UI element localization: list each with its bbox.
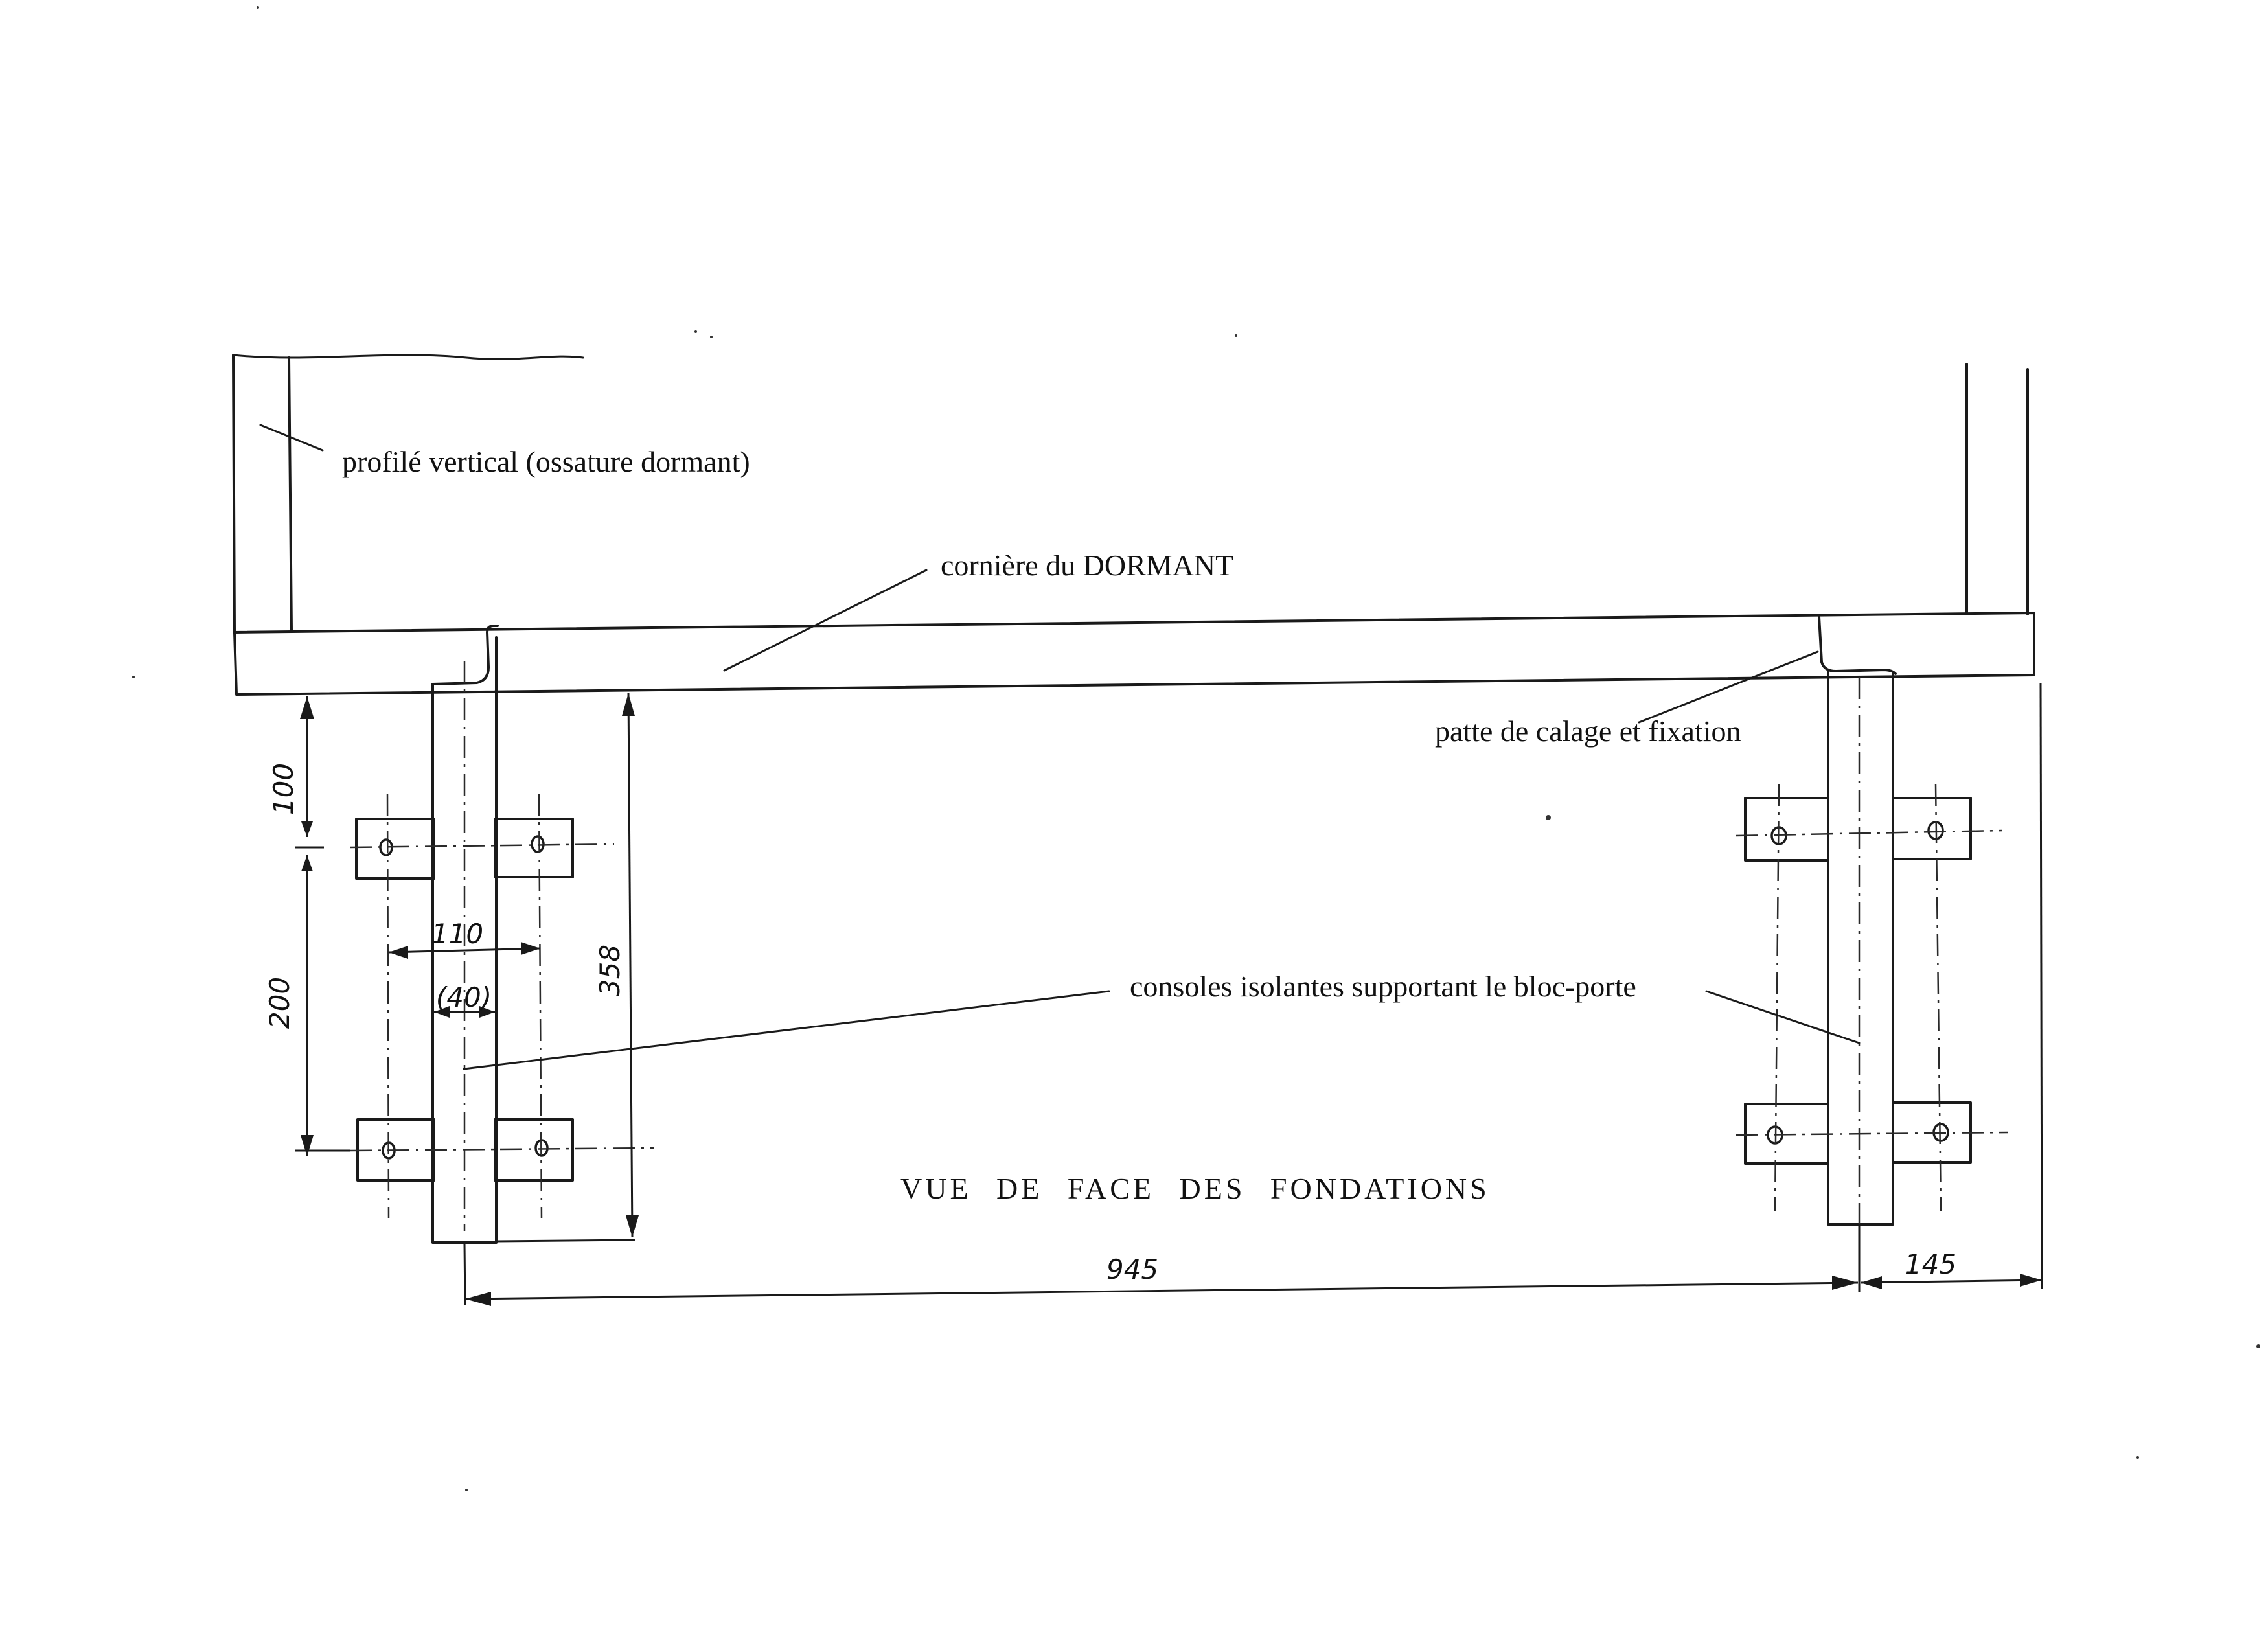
left-vertical-profile [232,354,293,635]
left-lower-plate-right [494,1118,574,1182]
dim-arrow [1832,1276,1858,1290]
left-shim-tab [431,625,499,685]
right-upper-hole-axis [1735,829,2002,837]
dim-arrow [521,942,540,955]
dim-arrow [300,696,314,719]
dimension-lines [295,683,2043,1306]
scan-speckles [132,6,2260,1491]
dim-110-line [388,947,541,954]
dim-arrow [2020,1274,2042,1287]
dim-arrow [622,693,635,716]
frame-structure [232,354,2035,696]
dim-145-value: 145 [1905,1248,1956,1280]
left-console [349,625,655,1244]
right-vertical-profile [1965,363,2029,615]
frame-top-break-line [232,354,584,360]
dim-arrow [465,1292,491,1306]
dim-945-line [464,1281,1859,1300]
dim-358-line [627,693,634,1238]
leader-lines [259,424,1861,1070]
right-shim-tab [1818,615,1897,675]
right-console [1735,615,2009,1231]
label-frame-angle: cornière du DORMANT [941,549,1233,582]
dim-arrow [301,855,313,871]
dim-945-value: 945 [1106,1254,1158,1285]
dim-arrow [301,821,313,837]
leader-frame-angle [723,569,928,672]
dim-358-value: 358 [594,945,626,996]
leader-left-console [463,990,1110,1070]
dim-arrow [1861,1276,1882,1289]
left-console-body [431,636,498,1244]
dim-40-value: (40) [436,981,492,1013]
drawing-title: VUE DE FACE DES FONDATIONS [900,1172,1490,1205]
right-upper-plate-left [1744,797,1829,862]
dim-145-line [1860,1279,2043,1284]
dim-extension [496,1239,636,1243]
dim-extension [2039,683,2043,1290]
dim-arrow [479,1006,495,1018]
dim-arrow [626,1215,639,1237]
left-upper-plate-right [494,818,574,878]
dim-200-value: 200 [264,977,295,1029]
frame-angle-bar [233,612,2035,696]
dim-arrow [301,1135,314,1156]
dim-arrow [434,1006,450,1018]
bolt-hole [531,835,545,853]
leader-vertical-profile [259,424,324,452]
dim-extension [463,1243,466,1306]
label-insulating-brackets: consoles isolantes supportant le bloc-po… [1130,970,1636,1003]
right-upper-plate-right [1892,797,1972,860]
right-hole-axis [538,793,543,1219]
leader-shim-tab [1638,650,1819,724]
dim-110-value: 110 [431,918,483,950]
label-shim-tab: patte de calage et fixation [1435,715,1741,748]
left-hole-axis [386,793,390,1219]
right-lower-hole-axis [1735,1131,2009,1136]
right-console-body [1827,669,1894,1226]
leader-right-console [1705,990,1861,1044]
dim-arrow [389,946,408,959]
upper-hole-axis [349,843,615,849]
label-vertical-profile: profilé vertical (ossature dormant) [342,445,750,478]
right-left-hole-axis [1774,783,1780,1212]
left-upper-plate-left [355,818,435,880]
right-right-hole-axis [1934,783,1942,1212]
dim-100-value: 100 [268,763,299,815]
lower-hole-axis [349,1147,655,1152]
